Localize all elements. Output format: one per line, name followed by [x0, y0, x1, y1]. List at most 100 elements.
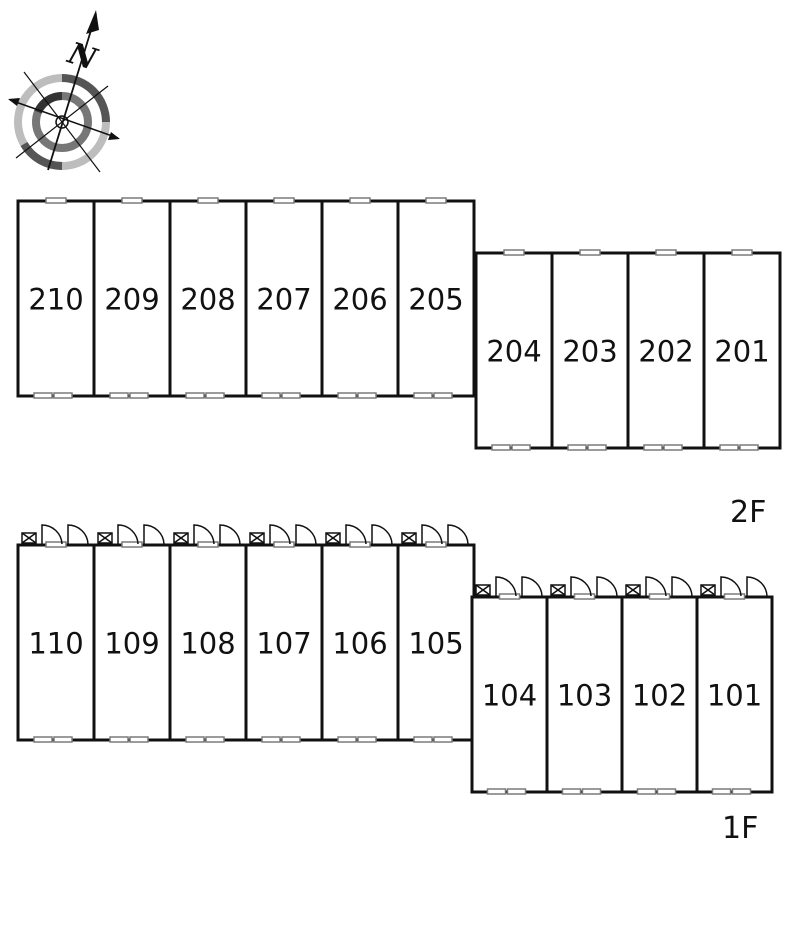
room-number-label: 104	[482, 679, 537, 713]
window-icon	[129, 392, 149, 399]
window-icon	[185, 736, 205, 743]
window-icon	[643, 444, 663, 451]
window-icon	[109, 736, 129, 743]
window-icon	[711, 788, 732, 795]
room-number-label: 202	[638, 335, 693, 369]
window-icon	[281, 736, 301, 743]
window-icon	[45, 541, 67, 548]
room-101[interactable]: 101	[695, 576, 774, 795]
room-202[interactable]: 202	[626, 249, 706, 451]
window-icon	[433, 736, 453, 743]
window-icon	[425, 541, 447, 548]
window-icon	[573, 593, 596, 600]
door-swing-icon	[625, 576, 693, 597]
door-swing-icon	[173, 524, 241, 545]
window-icon	[33, 392, 53, 399]
window-icon	[281, 392, 301, 399]
floor-label: 2F	[730, 495, 766, 530]
room-number-label: 107	[256, 627, 311, 661]
room-103[interactable]: 103	[545, 576, 624, 795]
door-swing-icon	[21, 524, 89, 545]
room-number-label: 102	[632, 679, 687, 713]
room-110[interactable]: 110	[16, 524, 96, 743]
room-204[interactable]: 204	[474, 249, 554, 451]
room-number-label: 106	[332, 627, 387, 661]
window-icon	[561, 788, 582, 795]
window-icon	[731, 788, 752, 795]
window-icon	[723, 593, 746, 600]
window-icon	[491, 444, 511, 451]
room-number-label: 206	[332, 283, 387, 317]
door-swing-icon	[401, 524, 469, 545]
window-icon	[357, 736, 377, 743]
room-number-label: 205	[408, 283, 463, 317]
window-icon	[425, 197, 447, 204]
room-201[interactable]: 201	[702, 249, 782, 451]
window-icon	[53, 392, 73, 399]
room-206[interactable]: 206	[320, 197, 400, 399]
window-icon	[503, 249, 525, 256]
room-102[interactable]: 102	[620, 576, 699, 795]
room-number-label: 209	[104, 283, 159, 317]
window-icon	[109, 392, 129, 399]
room-209[interactable]: 209	[92, 197, 172, 399]
window-icon	[433, 392, 453, 399]
window-icon	[349, 541, 371, 548]
window-icon	[33, 736, 53, 743]
room-number-label: 110	[28, 627, 83, 661]
door-swing-icon	[550, 576, 618, 597]
room-207[interactable]: 207	[244, 197, 324, 399]
window-icon	[663, 444, 683, 451]
window-icon	[357, 392, 377, 399]
door-swing-icon	[325, 524, 393, 545]
room-number-label: 109	[104, 627, 159, 661]
window-icon	[273, 541, 295, 548]
window-icon	[121, 541, 143, 548]
room-number-label: 201	[714, 335, 769, 369]
window-icon	[413, 392, 433, 399]
window-icon	[197, 541, 219, 548]
room-number-label: 204	[486, 335, 541, 369]
floor-label: 1F	[722, 811, 758, 846]
door-swing-icon	[97, 524, 165, 545]
room-number-label: 210	[28, 283, 83, 317]
window-icon	[739, 444, 759, 451]
window-icon	[648, 593, 671, 600]
room-108[interactable]: 108	[168, 524, 248, 743]
window-icon	[581, 788, 602, 795]
door-swing-icon	[700, 576, 768, 597]
compass-north-label: N	[63, 36, 102, 79]
window-icon	[731, 249, 753, 256]
room-number-label: 203	[562, 335, 617, 369]
room-number-label: 103	[557, 679, 612, 713]
room-203[interactable]: 203	[550, 249, 630, 451]
window-icon	[261, 736, 281, 743]
window-icon	[197, 197, 219, 204]
room-210[interactable]: 210	[16, 197, 96, 399]
window-icon	[719, 444, 739, 451]
window-icon	[506, 788, 527, 795]
door-swing-icon	[249, 524, 317, 545]
room-number-label: 207	[256, 283, 311, 317]
window-icon	[205, 392, 225, 399]
window-icon	[498, 593, 521, 600]
room-106[interactable]: 106	[320, 524, 400, 743]
room-104[interactable]: 104	[470, 576, 549, 795]
window-icon	[511, 444, 531, 451]
window-icon	[121, 197, 143, 204]
room-109[interactable]: 109	[92, 524, 172, 743]
room-105[interactable]: 105	[396, 524, 476, 743]
window-icon	[413, 736, 433, 743]
window-icon	[53, 736, 73, 743]
window-icon	[205, 736, 225, 743]
window-icon	[337, 392, 357, 399]
window-icon	[636, 788, 657, 795]
window-icon	[185, 392, 205, 399]
window-icon	[587, 444, 607, 451]
room-205[interactable]: 205	[396, 197, 476, 399]
room-107[interactable]: 107	[244, 524, 324, 743]
room-208[interactable]: 208	[168, 197, 248, 399]
window-icon	[349, 197, 371, 204]
